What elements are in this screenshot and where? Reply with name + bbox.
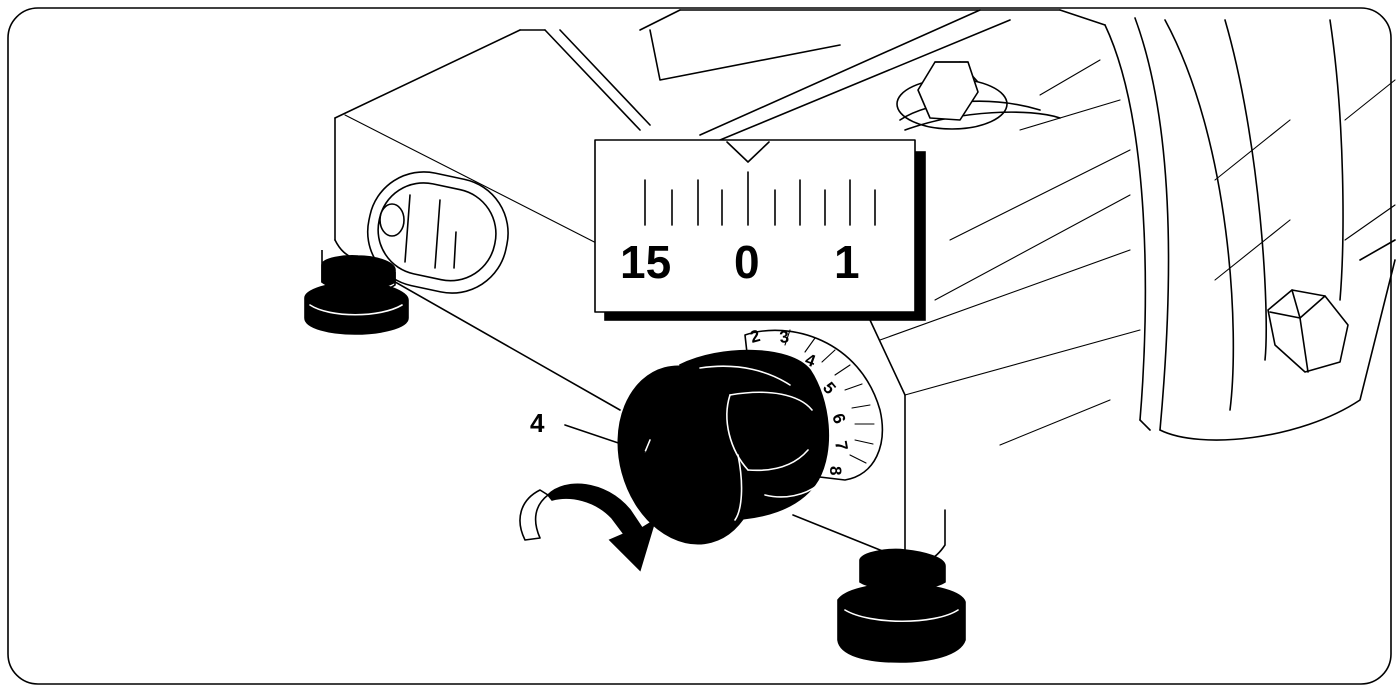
rubber-foot-right — [837, 548, 966, 663]
scale-label: 1 — [834, 236, 860, 288]
power-switch — [366, 171, 509, 294]
scale-label: 0 — [734, 236, 760, 288]
machine-top-surface — [334, 9, 1170, 431]
frame-border — [7, 7, 1392, 685]
dial-number: 8 — [826, 466, 845, 475]
on-symbol-icon — [453, 231, 457, 269]
machine-right-body — [879, 19, 1396, 446]
scale-label: 15 — [620, 236, 671, 288]
rotation-arrow-icon — [519, 483, 657, 572]
hex-bolt — [1267, 289, 1349, 373]
rubber-foot-left — [304, 250, 409, 335]
scale-pointer-icon — [726, 141, 770, 163]
off-symbol-icon — [379, 203, 405, 237]
adjustment-knob — [617, 349, 830, 545]
top-post — [896, 61, 1061, 131]
callout-label: 4 — [530, 408, 545, 438]
dial-number: 7 — [831, 439, 851, 452]
callout-4: 4 — [530, 408, 646, 453]
thickness-scale-window: 15 0 1 — [594, 139, 926, 321]
dial-number: 3 — [779, 327, 790, 347]
